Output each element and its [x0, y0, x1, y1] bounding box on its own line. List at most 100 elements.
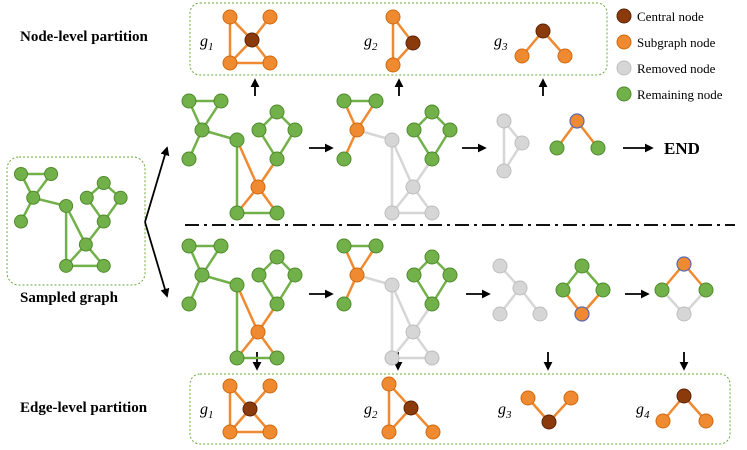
graph-node	[181, 296, 197, 312]
graph-node	[213, 93, 229, 109]
graph-node	[229, 132, 245, 148]
graph-node	[287, 267, 303, 283]
graph-node	[496, 113, 512, 129]
graph-node	[349, 267, 365, 283]
graph-node	[385, 9, 401, 25]
node-level-step-1	[181, 93, 303, 221]
graph-node	[26, 190, 41, 205]
edge-subgraph-g4	[655, 388, 714, 429]
node-subgraph-g3	[514, 23, 573, 64]
graph-node	[44, 167, 59, 181]
graph-node	[269, 350, 285, 366]
graph-node	[442, 267, 458, 283]
graph-node	[676, 306, 692, 322]
graph-node	[59, 258, 74, 273]
graph-node	[269, 104, 285, 120]
graph-node	[229, 277, 245, 293]
bottom-g3-label: g3	[498, 401, 512, 421]
graph-node	[213, 238, 229, 254]
graph-node	[336, 296, 352, 312]
graph-node	[368, 93, 384, 109]
graph-node	[96, 176, 111, 191]
graph-node	[425, 424, 441, 440]
graph-node	[405, 35, 421, 51]
legend-remaining-label: Remaining node	[637, 87, 723, 102]
legend	[616, 8, 632, 102]
graph-node	[424, 350, 440, 366]
graph-node	[574, 258, 590, 274]
graph-node	[384, 350, 400, 366]
graph-node	[563, 390, 579, 406]
edge-level-result-box	[189, 373, 731, 445]
graph-node	[251, 122, 267, 138]
graph-node	[269, 296, 285, 312]
graph-node	[222, 55, 238, 71]
graph-node	[405, 324, 421, 340]
graph-node	[496, 163, 512, 179]
edge-level-step-4	[654, 256, 714, 322]
fork-arrow-down	[144, 221, 170, 298]
edge-level-title: Edge-level partition	[20, 400, 148, 416]
graph-node	[287, 122, 303, 138]
graph-node	[194, 267, 210, 283]
end-label: END	[664, 139, 700, 158]
sampled-graph-title: Sampled graph	[20, 290, 119, 306]
graph-node	[654, 282, 670, 298]
graph-node	[574, 306, 590, 322]
graph-node	[698, 282, 714, 298]
top-g2-label: g2	[364, 33, 378, 53]
graph-node	[381, 376, 397, 392]
legend-subgraph-marker	[616, 34, 632, 50]
graph-edge	[390, 284, 415, 333]
graph-edge	[235, 139, 260, 188]
graph-node	[244, 32, 260, 48]
graph-node	[406, 267, 422, 283]
graph-node	[557, 48, 573, 64]
graph-node	[79, 190, 94, 205]
graph-node	[569, 113, 585, 129]
legend-removed-label: Removed node	[637, 61, 716, 76]
top-g1-label: g1	[200, 33, 214, 53]
graph-node	[262, 55, 278, 71]
graph-edge	[390, 139, 415, 188]
node-subgraph-g2	[385, 9, 421, 73]
edge-subgraph-g3	[520, 390, 579, 430]
legend-central-marker	[616, 8, 632, 24]
graph-node	[222, 9, 238, 25]
graph-node	[269, 205, 285, 221]
graph-node	[336, 93, 352, 109]
graph-node	[251, 267, 267, 283]
graph-node	[655, 413, 671, 429]
graph-node	[520, 390, 536, 406]
graph-node	[424, 296, 440, 312]
edge-subgraph-g1	[222, 378, 278, 440]
graph-node	[242, 401, 258, 417]
graph-node	[549, 140, 565, 156]
graph-node	[405, 179, 421, 195]
graph-node	[181, 151, 197, 167]
graph-node	[424, 249, 440, 265]
graph-node	[96, 258, 111, 273]
graph-node	[384, 205, 400, 221]
graph-node	[14, 167, 28, 181]
graph-node	[336, 238, 352, 254]
graph-node	[229, 350, 245, 366]
graph-node	[222, 424, 238, 440]
graph-node	[512, 280, 528, 296]
graph-node	[595, 282, 611, 298]
fork-arrow-up	[144, 146, 170, 223]
graph-node	[590, 140, 606, 156]
bottom-g1-label: g1	[200, 401, 214, 421]
graph-node	[59, 198, 74, 213]
graph-node	[222, 378, 238, 394]
node-level-step-2	[336, 93, 458, 221]
graph-node	[514, 48, 530, 64]
graph-edge	[235, 284, 260, 333]
graph-node	[269, 249, 285, 265]
edge-level-step-1	[181, 238, 303, 366]
graph-node	[368, 238, 384, 254]
graph-edge	[65, 205, 87, 246]
graph-node	[403, 400, 419, 416]
edge-subgraph-g2	[381, 376, 441, 440]
